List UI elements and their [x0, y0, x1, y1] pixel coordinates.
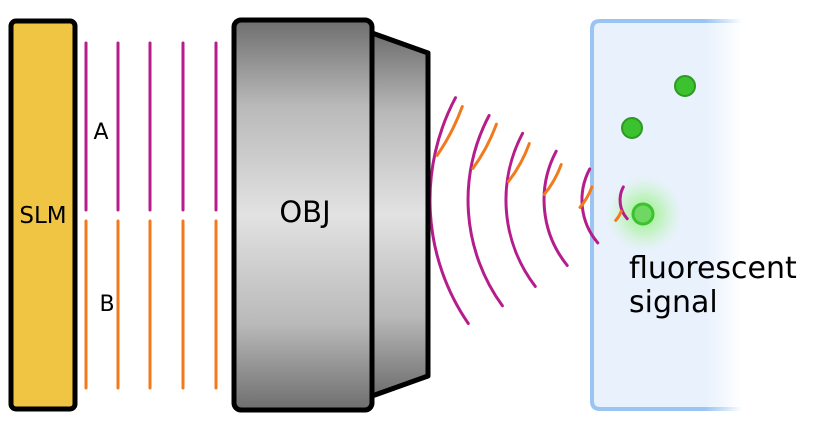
beam-b-focused-wavefront — [435, 105, 464, 157]
beam-b-focused-waves — [435, 105, 623, 222]
signal-label-line2: signal — [629, 285, 718, 320]
beam-b-focused-wavefront — [542, 163, 563, 196]
slm-block: SLM — [8, 18, 78, 412]
beam-a-focused-wavefront — [580, 167, 600, 245]
signal-label-line1: fluorescent — [629, 251, 797, 286]
beam-b-focused-wavefront — [578, 185, 594, 209]
beam-b-planar-waves — [84, 219, 218, 390]
beam-b-focused-wavefront — [471, 122, 498, 170]
beam-b-label: B — [99, 292, 114, 317]
beam-a-label: A — [93, 120, 108, 145]
objective-label: OBJ — [279, 195, 330, 229]
objective-lens: OBJ — [231, 17, 431, 413]
fluorescent-particle — [674, 75, 696, 97]
beam-a-focused-wavefront — [542, 149, 569, 267]
beam-b-focused-wavefront — [507, 142, 531, 183]
beam-a-focused-wavefront — [428, 96, 470, 325]
beam-a-focused-wavefront — [504, 131, 537, 288]
slm-label: SLM — [19, 203, 66, 229]
beam-b-focused-wavefront — [614, 209, 623, 222]
beam-a-planar-waves — [84, 41, 218, 212]
focused-particle — [631, 202, 655, 226]
beam-a-focused-wavefront — [618, 185, 629, 221]
fluorescent-particle — [621, 117, 643, 139]
beam-a-focused-wavefront — [466, 114, 504, 308]
